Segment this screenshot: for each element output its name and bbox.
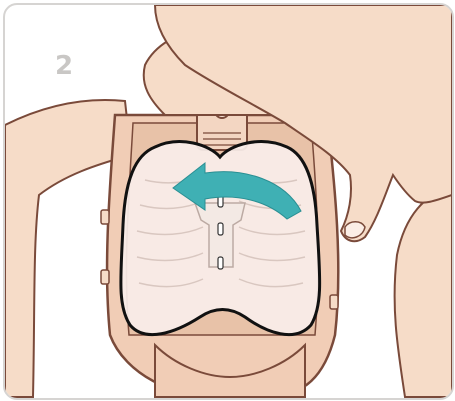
side-clip-left xyxy=(101,210,109,224)
illustration-panel: 2 xyxy=(3,3,454,400)
right-arm xyxy=(395,185,452,397)
step-number: 2 xyxy=(55,51,73,81)
side-clip-left-2 xyxy=(101,270,109,284)
side-clip-right xyxy=(330,295,338,309)
